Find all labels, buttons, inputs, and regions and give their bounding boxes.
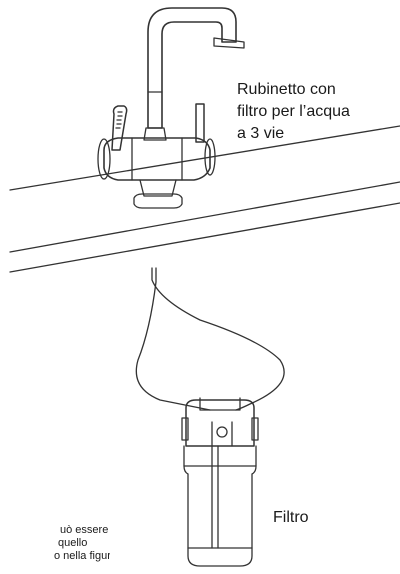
- faucet-label-line-2: filtro per l’acqua: [237, 103, 350, 120]
- faucet-icon: [97, 7, 245, 209]
- note-line-2: quello: [58, 537, 88, 549]
- note-line-3: o nella figura: [54, 550, 110, 562]
- faucet-label-line-3: a 3 vie: [237, 125, 285, 142]
- faucet-label: Rubinetto con filtro per l’acqua a 3 vie: [237, 79, 350, 145]
- faucet-label-line-1: Rubinetto con: [237, 81, 336, 98]
- note-line-1: uò essere: [60, 524, 109, 536]
- filter-label: Filtro: [273, 509, 309, 526]
- countertop: [9, 125, 400, 273]
- filter-icon: [181, 397, 259, 567]
- note-text: uò essere quello o nella figura: [0, 524, 110, 563]
- water-pipes: [135, 267, 285, 411]
